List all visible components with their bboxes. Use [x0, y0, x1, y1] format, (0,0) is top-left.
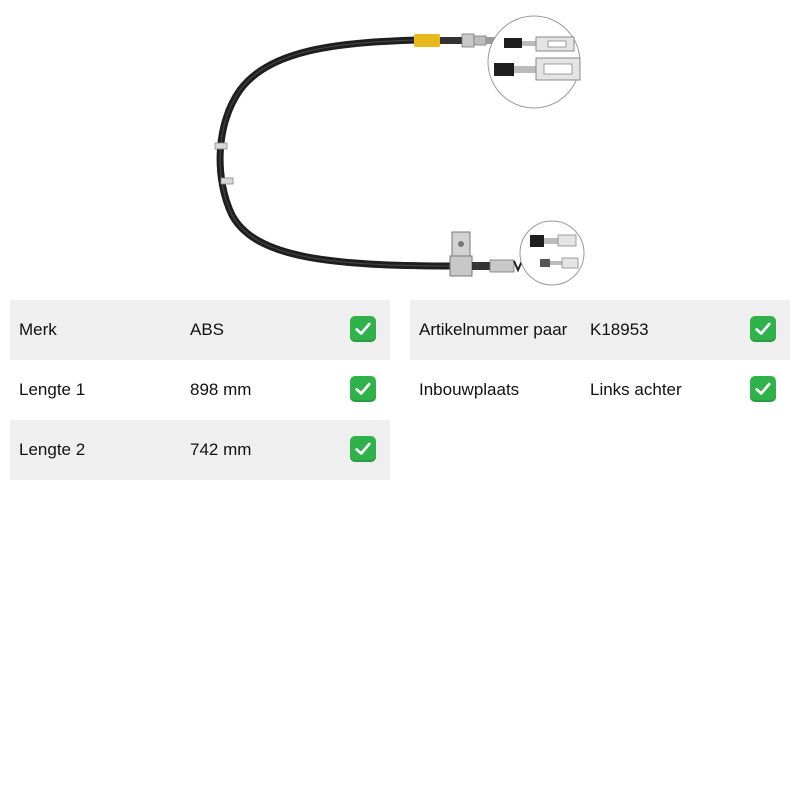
check-mark-icon — [350, 436, 376, 462]
spec-value: 742 mm — [190, 440, 252, 459]
spec-row-lengte-1: Lengte 1 898 mm — [10, 360, 390, 420]
spec-row-lengte-2: Lengte 2 742 mm — [10, 420, 390, 480]
check-mark-icon — [750, 376, 776, 402]
spec-row-artikelnummer-paar: Artikelnummer paar K18953 — [410, 300, 790, 360]
spec-row-merk: Merk ABS — [10, 300, 390, 360]
spec-row-inbouwplaats: Inbouwplaats Links achter — [410, 360, 790, 420]
spec-label: Artikelnummer paar — [419, 320, 568, 339]
spec-label: Inbouwplaats — [419, 380, 520, 399]
spec-label: Lengte 2 — [19, 440, 86, 459]
spec-label: Merk — [19, 320, 57, 339]
check-mark-icon — [350, 316, 376, 342]
check-mark-icon — [350, 376, 376, 402]
spec-value: Links achter — [590, 380, 682, 399]
spec-value: ABS — [190, 320, 225, 339]
spec-table-right: Artikelnummer paar K18953 Inbouwplaats L… — [410, 300, 790, 420]
handbrake-cable-image — [214, 15, 585, 286]
spec-value: K18953 — [590, 320, 649, 339]
spec-value: 898 mm — [190, 380, 252, 399]
spec-label: Lengte 1 — [19, 380, 86, 399]
check-mark-icon — [750, 316, 776, 342]
spec-table-left: Merk ABS Lengte 1 898 mm Lengte 2 742 mm — [10, 300, 390, 480]
